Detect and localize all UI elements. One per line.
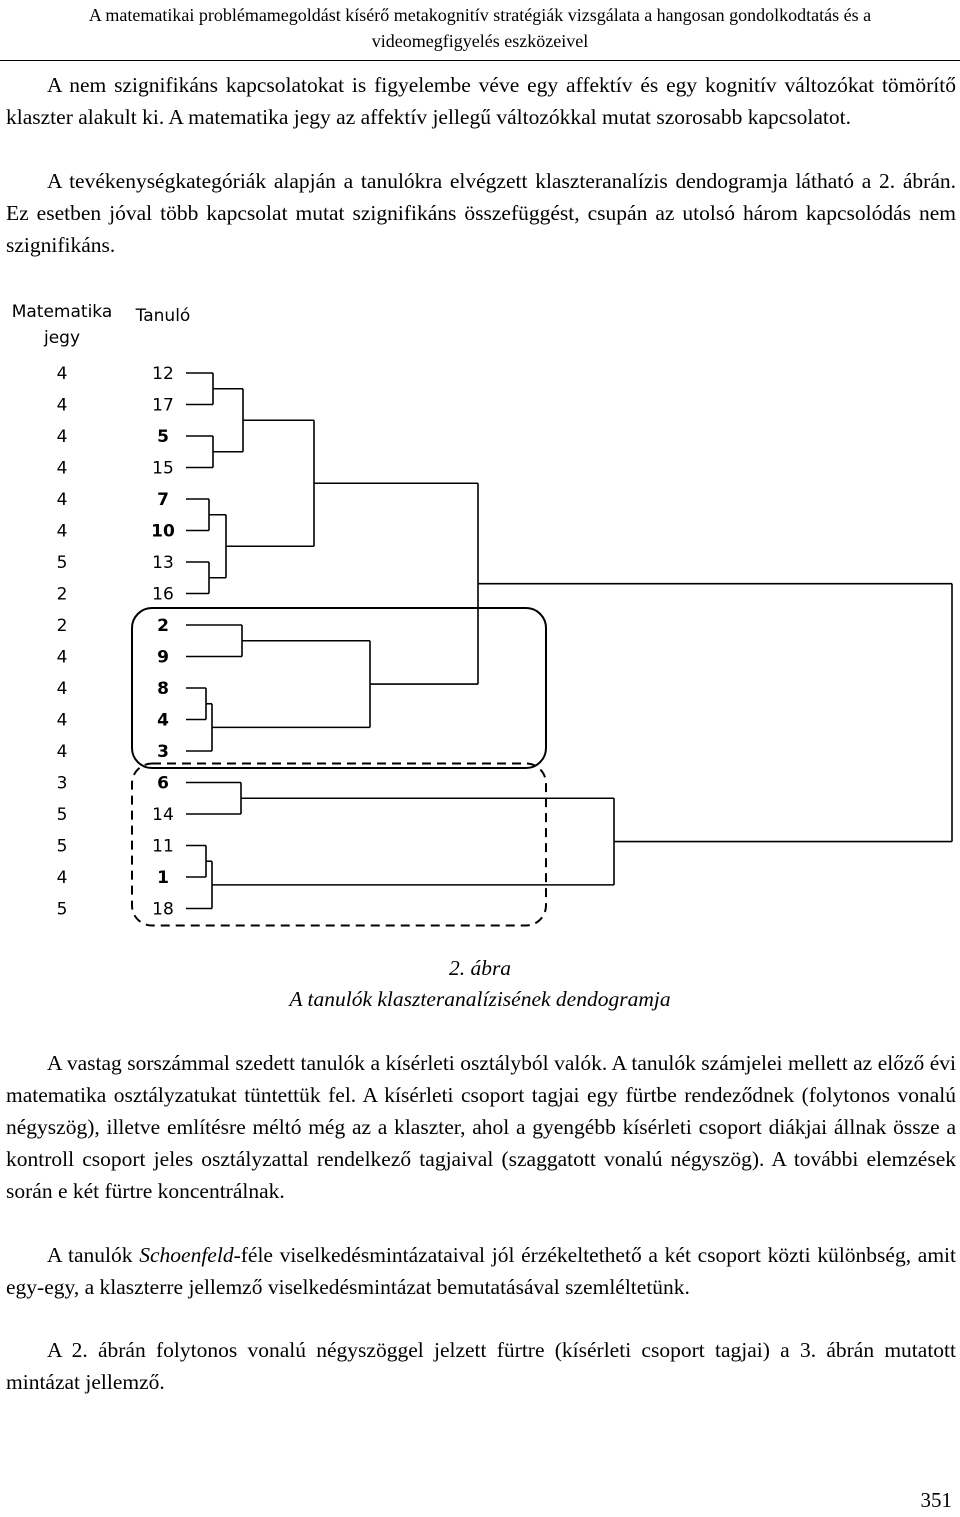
column-header-grade-2: jegy [43,328,80,348]
student-id: 14 [152,805,174,825]
paragraph-1: A nem szignifikáns kapcsolatokat is figy… [6,73,956,129]
running-header: A matematikai problémamegoldást kísérő m… [0,2,960,54]
paragraph-4-emphasis: Schoenfeld [139,1243,234,1267]
student-id: 12 [152,364,174,384]
student-id: 3 [157,742,169,762]
paragraph-3: A vastag sorszámmal szedett tanulók a kí… [6,1051,956,1203]
header-rule [0,60,960,61]
grade-value: 4 [57,459,68,479]
student-id: 6 [157,774,169,794]
student-id: 1 [157,868,169,888]
student-id: 8 [157,679,169,699]
dendrogram-tree [186,372,953,910]
grade-value: 2 [57,585,68,605]
student-id: 13 [152,553,174,573]
student-id: 16 [152,585,174,605]
grade-value: 5 [57,900,68,920]
grade-value: 4 [57,490,68,510]
grade-value: 4 [57,742,68,762]
column-header-student: Tanuló [135,306,191,326]
student-id: 15 [152,459,174,479]
student-id: 5 [157,427,169,447]
student-id: 18 [152,900,174,920]
figure-caption-number: 2. ábra [448,956,512,980]
grade-value: 4 [57,396,68,416]
grade-value: 3 [57,774,68,794]
experimental-cluster-box [131,607,547,769]
running-header-line1: A matematikai problémamegoldást kísérő m… [88,5,872,25]
student-id: 11 [152,837,174,857]
grade-value: 4 [57,711,68,731]
column-header-grade: Matematika [12,302,113,322]
mixed-cluster-box [131,762,547,927]
student-id: 2 [157,616,169,636]
page-number: 351 [920,1488,953,1512]
paragraph-4: A tanulók Schoenfeld-féle viselkedésmint… [6,1239,956,1303]
grade-value: 5 [57,553,68,573]
paragraph-4-end: -féle viselkedésmintázataival jól érzéke… [6,1243,956,1299]
running-header-line2: videomegfigyelés eszközeivel [371,31,589,51]
paragraph-5: A 2. ábrán folytonos vonalú négyszöggel … [6,1338,956,1394]
grade-value: 4 [57,364,68,384]
student-id: 7 [157,490,169,510]
student-id: 4 [157,711,169,731]
grade-value: 4 [57,868,68,888]
student-id: 10 [151,522,175,542]
grade-value: 4 [57,522,68,542]
grade-value: 5 [57,837,68,857]
student-id: 9 [157,648,169,668]
student-id: 17 [152,396,174,416]
grade-value: 4 [57,679,68,699]
paragraph-4-start: A tanulók [47,1243,140,1267]
paragraph-2: A tevékenységkategóriák alapján a tanuló… [6,169,956,257]
grade-value: 2 [57,616,68,636]
figure-caption-title: A tanulók klaszteranalízisének dendogram… [289,987,671,1011]
grade-value: 4 [57,427,68,447]
grade-value: 5 [57,805,68,825]
grade-value: 4 [57,648,68,668]
cluster-boxes [131,607,547,927]
